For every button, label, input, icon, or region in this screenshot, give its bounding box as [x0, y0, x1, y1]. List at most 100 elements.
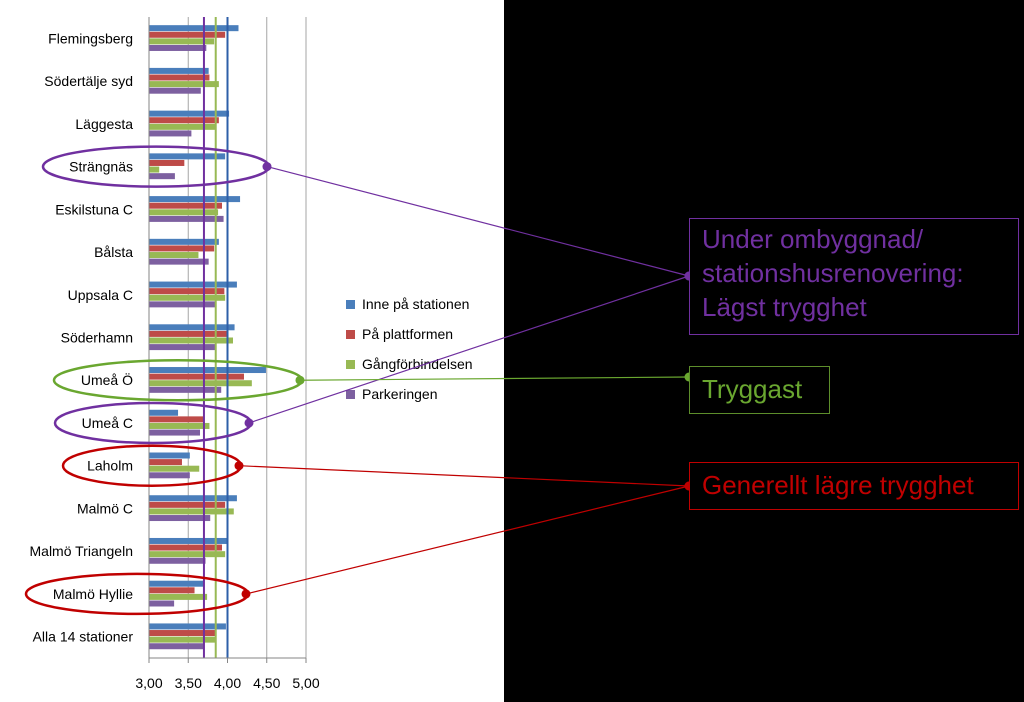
connector-line: [248, 275, 690, 424]
bar: [149, 537, 227, 544]
bar: [149, 252, 199, 259]
chart-panel: [0, 0, 504, 702]
bar: [149, 557, 206, 564]
legend-label: Gångförbindelsen: [362, 356, 473, 372]
category-label: Laholm: [87, 458, 133, 474]
bar: [149, 166, 160, 173]
bar: [149, 459, 182, 466]
bar: [149, 202, 223, 209]
bar: [149, 593, 208, 600]
bar: [149, 38, 215, 45]
callout-purple-line-2: stationshusrenovering:: [702, 257, 964, 288]
bar: [149, 580, 204, 587]
x-tick-label: 4,00: [214, 675, 241, 691]
bar: [149, 508, 234, 515]
bar: [149, 31, 226, 38]
legend-swatch: [346, 360, 355, 369]
bar: [149, 337, 233, 344]
bars-layer: [149, 25, 266, 650]
bar: [149, 44, 207, 51]
bar: [149, 258, 209, 265]
bar: [149, 373, 244, 380]
bar: [149, 245, 215, 252]
connector-dot: [244, 418, 254, 428]
category-label: Umeå Ö: [81, 371, 133, 388]
connector-line: [266, 165, 690, 277]
bar: [149, 215, 224, 222]
bar: [149, 636, 216, 643]
category-label: Malmö Hyllie: [53, 586, 133, 602]
category-label: Söderhamn: [61, 330, 133, 346]
callout-red: Generellt lägre trygghet: [689, 462, 1019, 510]
bar: [149, 429, 201, 436]
callout-purple-line-3: Lägst trygghet: [702, 291, 867, 322]
callout-green-text: Tryggast: [702, 374, 803, 404]
bar: [149, 123, 216, 130]
bar: [149, 544, 223, 551]
bar: [149, 623, 226, 630]
bar: [149, 643, 204, 650]
bar: [149, 281, 237, 288]
bar: [149, 501, 226, 508]
legend-swatch: [346, 390, 355, 399]
category-label: Södertälje syd: [44, 73, 133, 89]
category-label: Eskilstuna C: [55, 201, 133, 217]
connector-line: [245, 485, 690, 595]
bar: [149, 409, 179, 416]
x-tick-label: 3,00: [135, 675, 162, 691]
bar: [149, 238, 219, 245]
bar: [149, 288, 225, 295]
bar: [149, 87, 201, 94]
category-label: Alla 14 stationer: [33, 629, 134, 645]
category-label: Malmö Triangeln: [30, 543, 134, 559]
callout-purple-line-1: Under ombyggnad/: [702, 224, 924, 254]
bar: [149, 600, 175, 607]
bar: [149, 386, 222, 393]
category-label: Malmö C: [77, 500, 133, 516]
legend-label: Parkeringen: [362, 386, 438, 402]
reference-lines: [202, 17, 229, 658]
bar: [149, 551, 226, 558]
legend-swatch: [346, 330, 355, 339]
bar: [149, 74, 210, 81]
bar: [149, 196, 241, 203]
legend-swatch: [346, 300, 355, 309]
highlights: [24, 145, 694, 616]
bar: [149, 630, 216, 637]
connector-dot: [262, 162, 272, 172]
category-label: Umeå C: [82, 415, 133, 431]
bar: [149, 367, 266, 374]
bar: [149, 416, 204, 423]
bar: [149, 173, 175, 180]
callout-purple: Under ombyggnad/ stationshusrenovering: …: [689, 218, 1019, 335]
bar: [149, 153, 226, 160]
bar: [149, 465, 200, 472]
bar: [149, 67, 209, 74]
bar: [149, 452, 190, 459]
connector-line: [299, 376, 690, 381]
bar: [149, 587, 195, 594]
legend-label: Inne på stationen: [362, 296, 469, 312]
category-label: Strängnäs: [69, 159, 133, 175]
category-label: Uppsala C: [68, 287, 133, 303]
bar: [149, 301, 217, 308]
connector-dot: [295, 375, 305, 385]
bar: [149, 495, 237, 502]
category-label: Flemingsberg: [48, 30, 133, 46]
bar: [149, 117, 219, 124]
bar: [149, 330, 227, 337]
bar: [149, 130, 192, 137]
bar: [149, 422, 210, 429]
x-tick-label: 5,00: [292, 675, 319, 691]
connector-dot: [234, 461, 244, 471]
bar: [149, 209, 219, 216]
x-tick-label: 3,50: [175, 675, 202, 691]
bar: [149, 380, 252, 387]
bar: [149, 294, 226, 301]
category-label: Bålsta: [94, 244, 133, 260]
bar: [149, 472, 190, 479]
bar: [149, 344, 216, 351]
bar: [149, 25, 239, 32]
